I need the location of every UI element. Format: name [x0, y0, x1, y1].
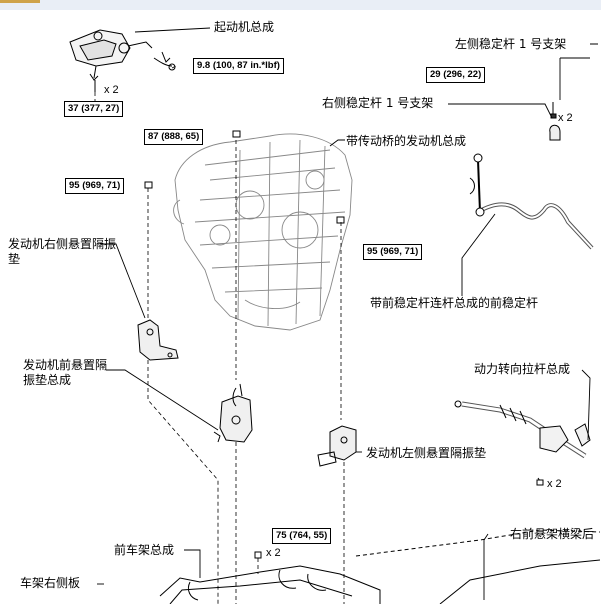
- leader-front-mount: [106, 369, 219, 431]
- torque-box: 9.8 (100, 87 in.*lbf): [193, 58, 284, 74]
- header-accent: [0, 0, 40, 3]
- label-steering: 动力转向拉杆总成: [474, 362, 571, 376]
- leader-starter: [134, 27, 211, 33]
- leader-steering: [581, 369, 591, 441]
- front-mount-drawing: [213, 383, 253, 443]
- quantity-mark: x 2: [104, 84, 119, 96]
- steering-rack-drawing: [454, 400, 591, 486]
- right-mount-drawing: [137, 319, 179, 361]
- leader-subframe: [184, 549, 201, 578]
- dash-3: [147, 360, 219, 604]
- leader-right-bracket: [448, 103, 553, 119]
- leader-stabilizer: [461, 213, 496, 296]
- window-header-strip: [0, 0, 601, 10]
- engine-assembly-drawing: [173, 133, 353, 331]
- engine-bolts: [144, 130, 345, 224]
- torque-box: 75 (764, 55): [272, 528, 332, 544]
- quantity-mark: x 2: [558, 112, 573, 124]
- crossmember-outline: [355, 529, 601, 557]
- torque-box: 95 (969, 71): [65, 178, 125, 194]
- torque-box: 87 (888, 65): [144, 129, 204, 145]
- dash-8: [171, 65, 177, 69]
- label-starter: 起动机总成: [214, 20, 275, 34]
- label-left-bracket: 左侧稳定杆 1 号支架: [455, 37, 567, 51]
- leader-engine: [329, 139, 345, 147]
- leader-left-bracket: [559, 43, 598, 100]
- label-front-mount: 发动机前悬置隔振垫总成: [23, 358, 108, 387]
- leader-crossmember: [483, 533, 489, 600]
- label-side-plate: 车架右侧板: [20, 576, 81, 590]
- leader-right-mount: [100, 243, 146, 319]
- left-mount-drawing: [317, 425, 357, 467]
- torque-box: 37 (377, 27): [64, 101, 124, 117]
- label-stabilizer: 带前稳定杆连杆总成的前稳定杆: [370, 296, 539, 310]
- torque-box: 95 (969, 71): [363, 244, 423, 260]
- label-subframe: 前车架总成: [114, 543, 175, 557]
- left-bracket-drawing: [549, 102, 561, 141]
- label-crossmember: 右前悬架横梁后: [510, 527, 595, 541]
- stabilizer-bar-drawing: [469, 153, 594, 250]
- quantity-mark: x 2: [547, 478, 562, 490]
- subframe-drawing: [159, 551, 381, 604]
- label-engine: 带传动桥的发动机总成: [346, 134, 467, 148]
- label-right-bracket: 右侧稳定杆 1 号支架: [322, 96, 434, 110]
- crossmember-body: [439, 559, 601, 604]
- label-right-mount: 发动机右侧悬置隔振垫: [8, 237, 117, 266]
- quantity-mark: x 2: [266, 547, 281, 559]
- label-left-mount: 发动机左侧悬置隔振垫: [366, 446, 487, 460]
- starter-assembly-drawing: [69, 29, 176, 92]
- torque-box: 29 (296, 22): [426, 67, 486, 83]
